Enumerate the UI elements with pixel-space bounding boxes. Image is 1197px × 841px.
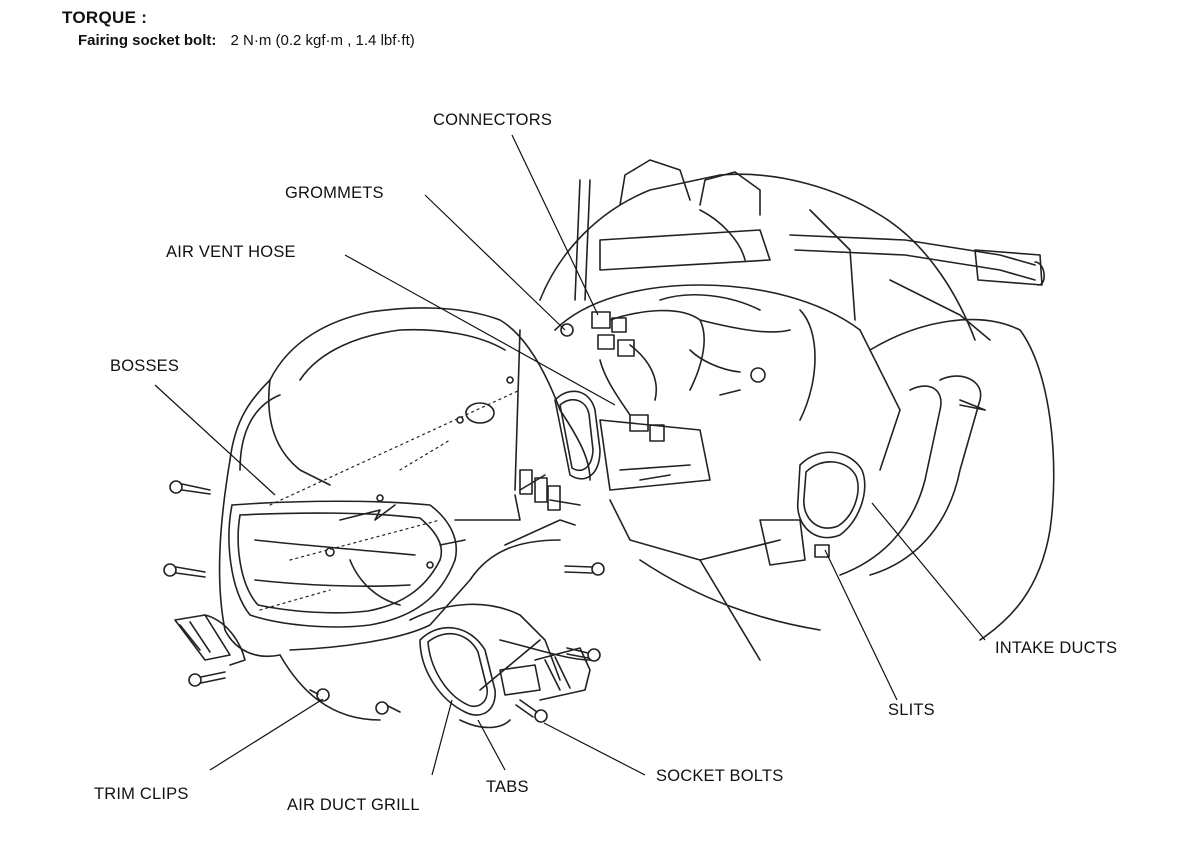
upper-cowl [267,307,591,491]
label-air-duct-grill: AIR DUCT GRILL [287,796,420,814]
leader-trim-clips [209,698,324,771]
turn-signal-right [499,647,591,701]
trim-clip-2 [375,701,401,715]
leader-lines [154,134,986,776]
bolt-1 [169,480,211,495]
leader-grommets [424,194,566,331]
socket-bolts [163,480,605,723]
label-grommets: GROMMETS [285,184,384,202]
torque-heading: TORQUE : [62,8,148,27]
leader-slits [824,549,898,701]
bolt-3 [188,671,226,687]
torque-item-value: 2 N·m (0.2 kgf·m , 1.4 lbf·ft) [230,32,415,49]
lower-cowl [409,603,591,729]
leader-bosses [154,384,276,496]
leader-air-vent-hose [344,254,616,406]
leader-air-duct-grill [431,699,453,776]
turn-signal-left [174,614,246,666]
label-trim-clips: TRIM CLIPS [94,785,189,803]
bolt-4 [564,562,605,576]
bolt-6 [515,699,548,723]
leader-connectors [511,134,599,316]
frame-and-handlebar [539,159,1045,471]
center-body [554,390,821,661]
leader-socket-bolts [543,722,646,776]
right-side-fairing [839,318,1055,641]
label-socket-bolts: SOCKET BOLTS [656,767,784,785]
trim-clip-1 [309,688,330,702]
label-tabs: TABS [486,778,529,796]
label-slits: SLITS [888,701,935,719]
torque-item-label: Fairing socket bolt: [78,32,217,49]
bolt-2 [163,563,206,578]
intake-duct-right [797,451,866,558]
torque-spec: Fairing socket bolt: 2 N·m (0.2 kgf·m , … [78,32,415,49]
label-air-vent-hose: AIR VENT HOSE [166,243,296,261]
air-duct-grill [419,626,496,716]
bolt-5 [566,647,601,662]
leader-tabs [477,719,506,771]
label-bosses: BOSSES [110,357,180,375]
leader-intake-ducts [871,502,986,641]
wire-harness [560,294,791,442]
hidden-lines [259,389,521,611]
label-intake-ducts: INTAKE DUCTS [995,639,1118,657]
motion-arrows [339,389,986,546]
label-connectors: CONNECTORS [433,111,553,129]
